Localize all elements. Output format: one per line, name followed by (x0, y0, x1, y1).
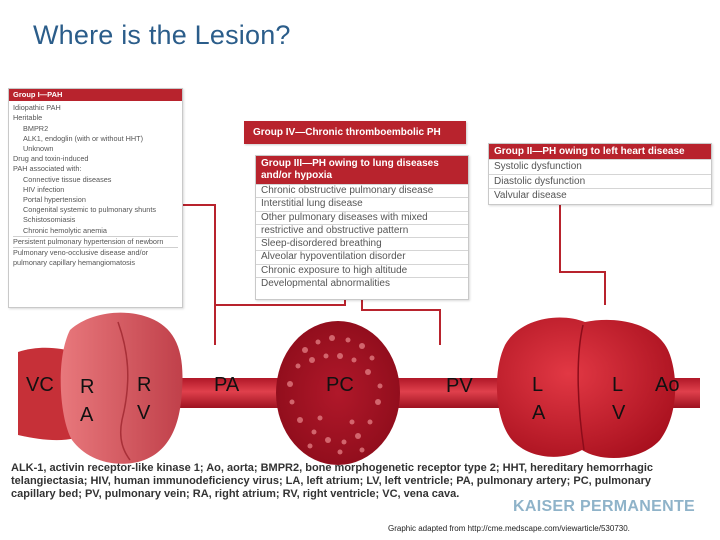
group3-header-line1: Group III—PH owing to lung diseases (261, 158, 439, 169)
group1-item: BMPR2 (23, 123, 49, 133)
connector-lines (180, 204, 606, 345)
group3-connector (361, 298, 441, 345)
group1-item: Portal hypertension (23, 195, 86, 205)
kaiser-permanente-logo: KAISER PERMANENTE (513, 498, 696, 515)
group1-item: Schistosomiasis (23, 215, 76, 225)
group1-item: Pulmonary veno-occlusive disease and/or (13, 247, 178, 258)
group3-item: Other pulmonary diseases with mixed (256, 210, 468, 224)
group1-item: Connective tissue diseases (23, 174, 112, 184)
group1-item: Persistent pulmonary hypertension of new… (13, 235, 178, 247)
group1-item: HIV infection (23, 184, 65, 194)
group2-item: Diastolic dysfunction (489, 173, 711, 189)
group1-item: PAH associated with: (13, 164, 82, 174)
group3-header: Group III—PH owing to lung diseases and/… (256, 156, 468, 184)
label-vena-cava: VC (26, 374, 54, 396)
group1-item: Unknown (23, 144, 54, 154)
vena-cava (18, 347, 75, 441)
graphic-credit: Graphic adapted from http://cme.medscape… (388, 524, 630, 533)
group1-connector (180, 204, 216, 345)
label-right-atrium-r: R (80, 376, 95, 398)
label-pulmonary-vein: PV (446, 375, 473, 397)
group1-header: Group I—PAH (9, 89, 182, 102)
label-pulmonary-artery: PA (214, 374, 240, 396)
label-right-ventricle-v: V (137, 402, 151, 424)
label-right-ventricle-r: R (137, 374, 152, 396)
group3-lung-disease-box: Group III—PH owing to lung diseases and/… (255, 155, 469, 300)
group2-header: Group II—PH owing to left heart disease (489, 144, 711, 159)
group1-item: Chronic hemolytic anemia (23, 225, 107, 235)
group4-connector (215, 300, 346, 306)
label-left-ventricle-l: L (612, 374, 624, 396)
slide-title: Where is the Lesion? (33, 20, 291, 50)
group3-item: restrictive and obstructive pattern (256, 223, 468, 237)
capillary-bed (276, 321, 400, 465)
label-aorta: Ao (655, 374, 680, 396)
left-heart (496, 317, 676, 459)
label-left-atrium-l: L (532, 374, 544, 396)
group3-item: Alveolar hypoventilation disorder (256, 250, 468, 263)
right-heart (60, 312, 183, 464)
group3-item: Chronic obstructive pulmonary disease (256, 184, 468, 197)
group2-connector (559, 204, 606, 305)
capillary-texture (287, 335, 383, 455)
group4-header: Group IV—Chronic thromboembolic PH (253, 127, 441, 138)
group4-cteph-box: Group IV—Chronic thromboembolic PH (244, 121, 466, 144)
group2-item: Systolic dysfunction (489, 159, 711, 174)
group3-item: Interstitial lung disease (256, 197, 468, 210)
group1-list: Idiopathic PAH Heritable BMPR2 ALK1, end… (9, 101, 182, 270)
group1-item: Heritable (13, 113, 43, 123)
group2-item: Valvular disease (489, 188, 711, 203)
group2-left-heart-box: Group II—PH owing to left heart disease … (488, 143, 712, 205)
abbreviations-text: ALK-1, activin receptor-like kinase 1; A… (11, 462, 654, 500)
label-left-atrium-a: A (532, 402, 546, 424)
group1-item: Idiopathic PAH (13, 103, 61, 113)
group3-item: Sleep-disordered breathing (256, 237, 468, 250)
left-heart-septum (577, 324, 585, 451)
right-heart-septum (117, 321, 131, 461)
group3-item: Chronic exposure to high altitude (256, 263, 468, 277)
label-right-atrium-a: A (80, 404, 94, 426)
group1-item: ALK1, endoglin (with or without HHT) (23, 133, 144, 143)
group1-item: Drug and toxin-induced (13, 154, 89, 164)
label-left-ventricle-v: V (612, 402, 626, 424)
group3-item: Developmental abnormalities (256, 277, 468, 290)
group1-item: Congenital systemic to pulmonary shunts (23, 205, 157, 215)
group3-header-line2: and/or hypoxia (261, 170, 333, 181)
label-pulmonary-capillary: PC (326, 374, 354, 396)
group1-pah-box: Group I—PAH Idiopathic PAH Heritable BMP… (8, 88, 183, 308)
group1-item: pulmonary capillary hemangiomatosis (13, 258, 136, 268)
